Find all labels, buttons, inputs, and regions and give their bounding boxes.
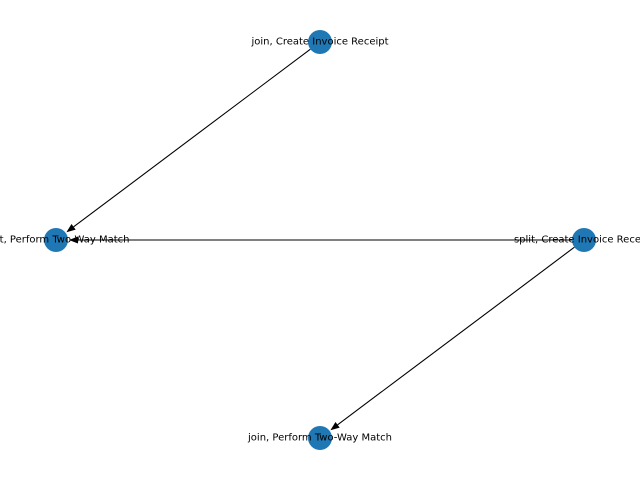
graph-node-left xyxy=(44,228,68,252)
node-label: join, Create Invoice Receipt xyxy=(250,37,388,48)
arrow-head-icon xyxy=(66,224,76,233)
edge-n_right-to-n_bottom xyxy=(337,246,575,426)
edges-layer xyxy=(66,48,575,431)
nodes-layer xyxy=(44,30,596,450)
graph-node-bottom xyxy=(308,426,332,450)
edge-n_top-to-n_left xyxy=(73,48,311,228)
arrow-head-icon xyxy=(330,422,340,431)
labels-layer: join, Create Invoice Receipt split, Perfo… xyxy=(0,37,640,444)
graph-node-right xyxy=(572,228,596,252)
node-label: join, Perform Two-Way Match xyxy=(247,433,392,444)
node-label: split, Perform Two-Way Match xyxy=(0,235,129,246)
arrow-head-icon xyxy=(69,236,78,244)
node-label: split, Create Invoice Receipt xyxy=(514,235,640,246)
graph-node-top xyxy=(308,30,332,54)
